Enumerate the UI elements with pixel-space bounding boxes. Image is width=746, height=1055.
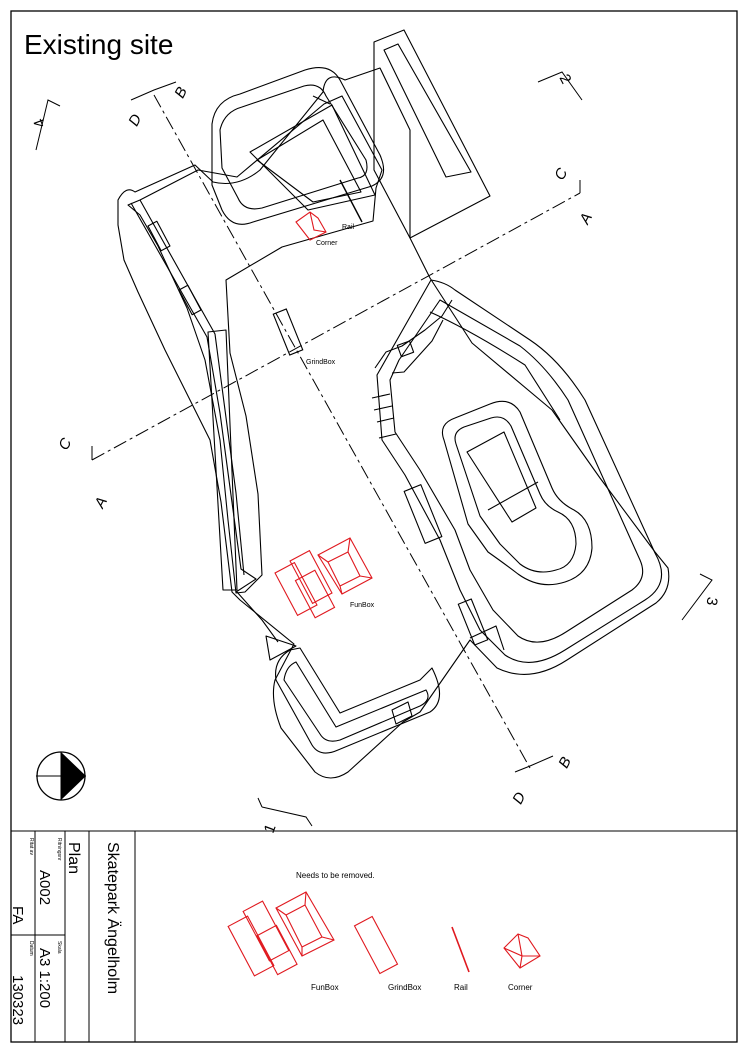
section-label-a-right: A [576, 210, 596, 228]
drawing-title: Existing site [24, 29, 173, 60]
section-label-a-left: A [91, 494, 111, 512]
section-label-d-top: D [125, 111, 145, 129]
label-grindbox: GrindBox [306, 359, 336, 366]
section-label-c-right: C [551, 165, 571, 183]
legend-corner-icon [503, 933, 541, 969]
site-outline [117, 29, 670, 779]
legend-rail-icon [451, 926, 470, 973]
section-lines [91, 94, 581, 769]
section-label-d-bottom: D [509, 789, 529, 807]
label-rail: Rail [342, 224, 355, 231]
field-skala: Skala [56, 941, 62, 954]
sheet-number: A002 [36, 870, 53, 905]
label-funbox: FunBox [350, 602, 375, 609]
funbox-shape [274, 537, 373, 619]
section-label-b-bottom: B [555, 754, 575, 771]
label-corner: Corner [316, 240, 338, 247]
elevation-label-3: 3 [703, 596, 721, 607]
elevation-label-1: 1 [261, 822, 280, 836]
north-arrow-icon [36, 751, 86, 801]
sheet-border [10, 10, 738, 1043]
section-label-b-top: B [171, 84, 191, 101]
section-markers [35, 71, 713, 827]
rail-existing [339, 179, 363, 223]
removed-items-plan [274, 211, 373, 619]
grindbox-existing [272, 308, 304, 356]
legend-label-funbox: FunBox [311, 983, 339, 992]
scale-value: A3 1:200 [36, 948, 53, 1008]
legend-note: Needs to be removed. [296, 871, 375, 880]
drawn-by: FA [9, 906, 26, 924]
field-ritat-av: Ritat av [28, 838, 34, 855]
legend-funbox-icon [227, 891, 335, 977]
project-name: Skatepark Ängelholm [104, 842, 122, 994]
date-value: 130323 [9, 975, 26, 1025]
legend-label-grindbox: GrindBox [388, 983, 421, 992]
field-ritningsnr: Ritningsnr [56, 838, 62, 861]
legend-label-corner: Corner [508, 983, 533, 992]
field-datum: Datum [28, 941, 34, 956]
section-label-c-left: C [55, 435, 75, 453]
title-block-frame [11, 830, 737, 1042]
corner-shape [295, 211, 327, 241]
sheet-type: Plan [65, 842, 82, 874]
legend-grindbox-icon [353, 915, 399, 975]
elevation-label-4: 4 [30, 116, 49, 130]
legend-label-rail: Rail [454, 983, 468, 992]
